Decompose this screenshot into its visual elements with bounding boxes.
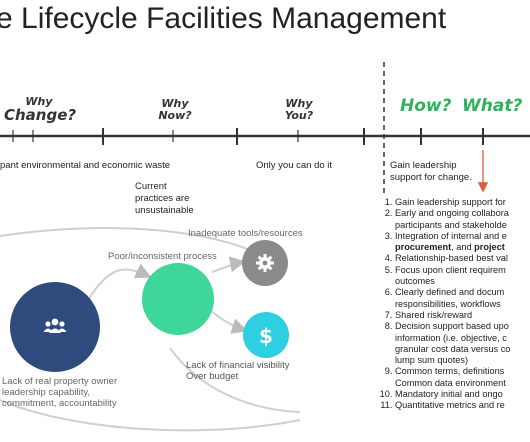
lack-financial-label: Lack of financial visibility Over budget [186,360,290,382]
owner-node [10,282,100,372]
curve-process-to-tools [211,256,246,273]
gear-icon [256,254,274,272]
page-title: e Lifecycle Facilities Management [0,2,447,35]
why-now-label: Why Now? [158,97,192,122]
waste-caption: pant environmental and economic waste [0,160,171,171]
list-item: Relationship-based best val [395,253,530,264]
curve-outer-top [0,227,251,251]
financial-node [243,312,289,358]
gain-leadership-caption: Gain leadership support for change. [390,160,472,183]
current-practices-caption: Current practices are unsustainable [135,181,194,216]
dollar-icon: $ [259,324,273,348]
list-item: Shared risk/reward [395,310,530,321]
inadequate-tools-label: Inadequate tools/resources [188,228,303,239]
poor-process-label: Poor/inconsistent process [108,251,217,262]
people-icon [43,318,67,333]
list-item: Gain leadership support for [395,197,530,208]
timeline-ticks [102,128,484,145]
why-you-label: Why You? [284,97,314,122]
list-item: Integration of internal and eprocurement… [395,231,530,254]
list-item: Mandatory initial and ongo [395,389,530,400]
process-node [142,263,214,335]
how-label: How? [400,96,452,116]
list-item: Early and ongoing collaboraparticipants … [395,208,530,231]
curve-loop [169,347,301,413]
why-change-label: Why Change? [4,95,77,124]
curve-process-to-financial [209,309,248,334]
requirements-list: Gain leadership support for Early and on… [382,197,530,412]
only-you-caption: Only you can do it [256,160,333,171]
lack-owner-label: Lack of real property owner leadership c… [2,376,118,409]
curve-outer-bottom [0,399,301,432]
what-label: What? [462,96,523,116]
list-item: Quantitative metrics and re [395,400,530,411]
list-item: Clearly defined and documresponsibilitie… [395,287,530,310]
curve-owner-to-process [87,263,152,301]
